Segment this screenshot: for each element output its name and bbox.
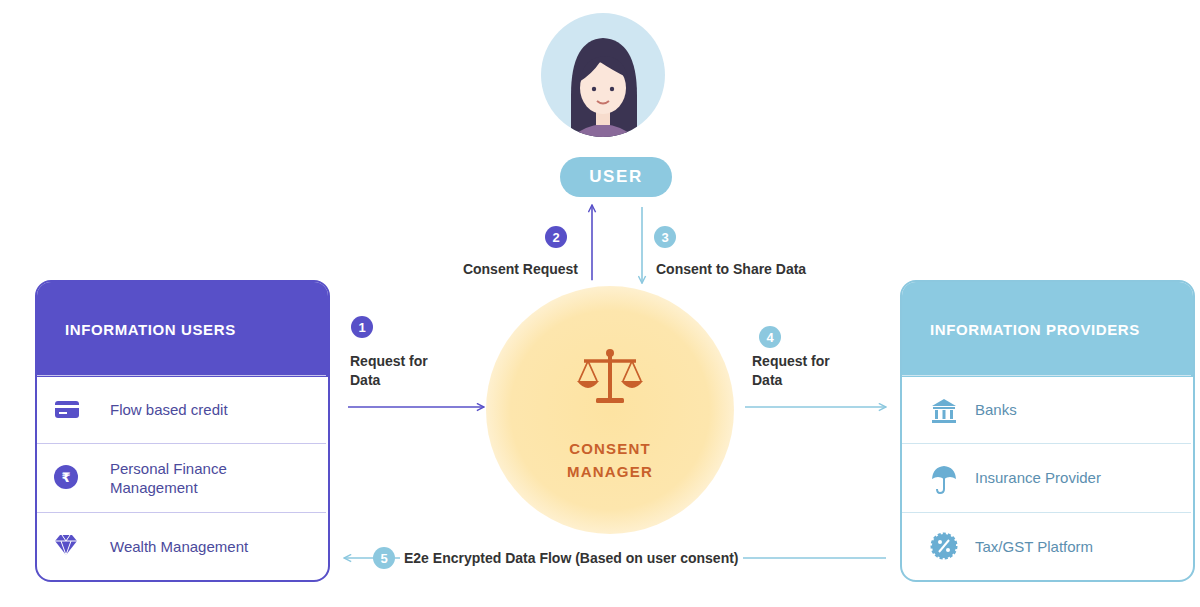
- edge-label: Consent to Share Data: [656, 260, 856, 279]
- diamond-icon: [55, 535, 77, 555]
- umbrella-icon-part: [932, 466, 956, 479]
- providers-panel: INFORMATION PROVIDERS BanksInsurance Prov…: [900, 280, 1195, 582]
- flow-arrow: [348, 406, 484, 408]
- user-row: Flow based credit: [35, 375, 326, 443]
- callout-number: 2: [545, 226, 567, 248]
- user-avatar-part-part: [592, 87, 596, 91]
- user-avatar-part-part: [579, 56, 628, 82]
- edge-label: Request for Data: [752, 352, 852, 390]
- tax-icon: [932, 534, 956, 558]
- tax-icon-part: [946, 548, 950, 552]
- bank-icon-part: [943, 410, 946, 419]
- bank-icon-part: [932, 420, 956, 423]
- card-icon-part: [55, 405, 79, 408]
- user-avatar-part: [560, 38, 646, 170]
- tax-icon-part: [939, 540, 949, 552]
- user-avatar-part-part: [610, 87, 614, 91]
- node-label: Insurance Provider: [975, 468, 1145, 488]
- callout-number: 3: [654, 226, 676, 248]
- user-avatar-part-part: [571, 38, 637, 160]
- card-icon-part: [55, 401, 79, 418]
- user-pill: USER: [560, 157, 672, 197]
- tax-icon-part: [932, 534, 956, 558]
- provider-row: Insurance Provider: [900, 443, 1191, 512]
- user-row: Personal Finance Management: [35, 443, 326, 512]
- node-label: Flow based credit: [110, 400, 280, 420]
- rupee-icon: ₹: [55, 466, 77, 488]
- flow-arrow: [745, 406, 886, 408]
- bank-icon-part: [933, 407, 955, 409]
- umbrella-icon: [932, 466, 956, 493]
- user-avatar-part-part: [597, 101, 609, 104]
- node-label: Banks: [975, 400, 1145, 420]
- flow-arrow: [591, 205, 593, 280]
- diamond-icon-part: [55, 535, 77, 555]
- umbrella-icon-part: [937, 478, 944, 493]
- node-label: Tax/GST Platform: [975, 537, 1145, 557]
- bank-icon-part: [935, 410, 938, 419]
- node-label: Wealth Management: [110, 537, 280, 557]
- user-avatar-part: [541, 13, 665, 137]
- provider-row: Tax/GST Platform: [900, 512, 1191, 580]
- bank-icon-part: [932, 399, 956, 406]
- user-row: Wealth Management: [35, 512, 326, 580]
- callout-number: 1: [351, 316, 373, 338]
- consent-manager-circle: CONSENT MANAGER: [485, 285, 735, 535]
- rupee-icon-ground: [54, 465, 78, 489]
- edge-label: E2e Encrypted Data Flow (Based on user c…: [400, 549, 743, 568]
- scale-icon: [577, 349, 643, 403]
- edge-label: Request for Data: [350, 352, 450, 390]
- bank-icon-part: [950, 410, 953, 419]
- users-panel: INFORMATION USERS Flow based creditPerson…: [35, 280, 330, 582]
- user-avatar: [541, 13, 665, 170]
- tax-icon-part: [938, 540, 942, 544]
- rupee-icon-ground-part: [54, 465, 78, 489]
- panel-heading: INFORMATION PROVIDERS: [902, 282, 1193, 377]
- consent-circle: [486, 286, 734, 534]
- card-icon-part: [59, 412, 67, 414]
- node-label: USER: [589, 167, 643, 187]
- callout-number: 5: [373, 547, 395, 569]
- edge-label: Consent Request: [408, 260, 578, 279]
- diamond-icon-part: [55, 535, 77, 555]
- callout-number: 4: [759, 326, 781, 348]
- circle-outline: [485, 285, 735, 535]
- node-label: CONSENT MANAGER: [550, 437, 670, 484]
- panel-heading: INFORMATION USERS: [37, 282, 328, 377]
- bank-icon: [932, 399, 956, 423]
- node-label: Personal Finance Management: [110, 459, 280, 498]
- flow-arrow: [641, 207, 643, 283]
- provider-row: Banks: [900, 375, 1191, 443]
- card-icon: [55, 401, 79, 418]
